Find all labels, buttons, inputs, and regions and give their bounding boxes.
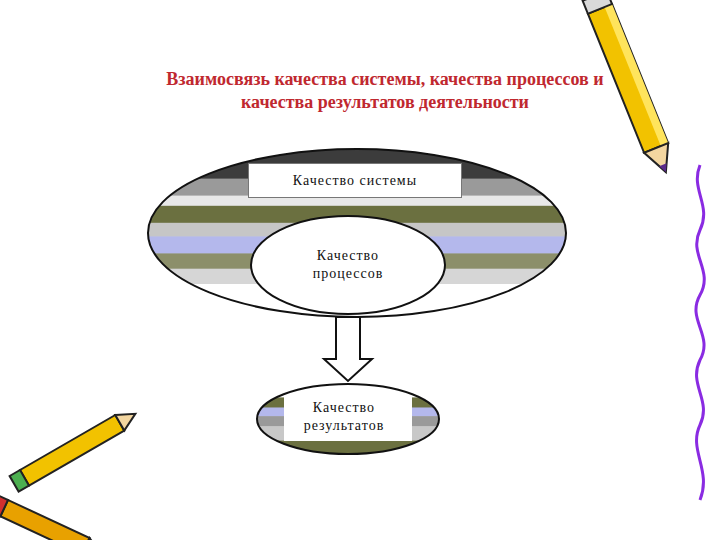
system-ellipse: Качество системыКачество процессов — [147, 148, 567, 318]
ellipse-outline — [250, 215, 446, 315]
block-arrow — [324, 317, 372, 381]
pencil — [10, 406, 140, 492]
node-text: Качество результатов — [288, 399, 400, 435]
label-box: Качество системы — [248, 163, 462, 198]
result-ellipse: Качество результатов — [256, 383, 440, 455]
wavy-line — [696, 165, 704, 500]
node-text: Качество процессов — [292, 247, 404, 283]
process-circle: Качество процессов — [250, 215, 446, 315]
node-text: Качество системы — [259, 170, 451, 192]
text-area: Качество процессов — [250, 215, 446, 315]
title: Взаимосвязь качества системы, качества п… — [135, 68, 635, 114]
label-box: Качество результатов — [284, 397, 412, 441]
pencil — [0, 495, 104, 540]
